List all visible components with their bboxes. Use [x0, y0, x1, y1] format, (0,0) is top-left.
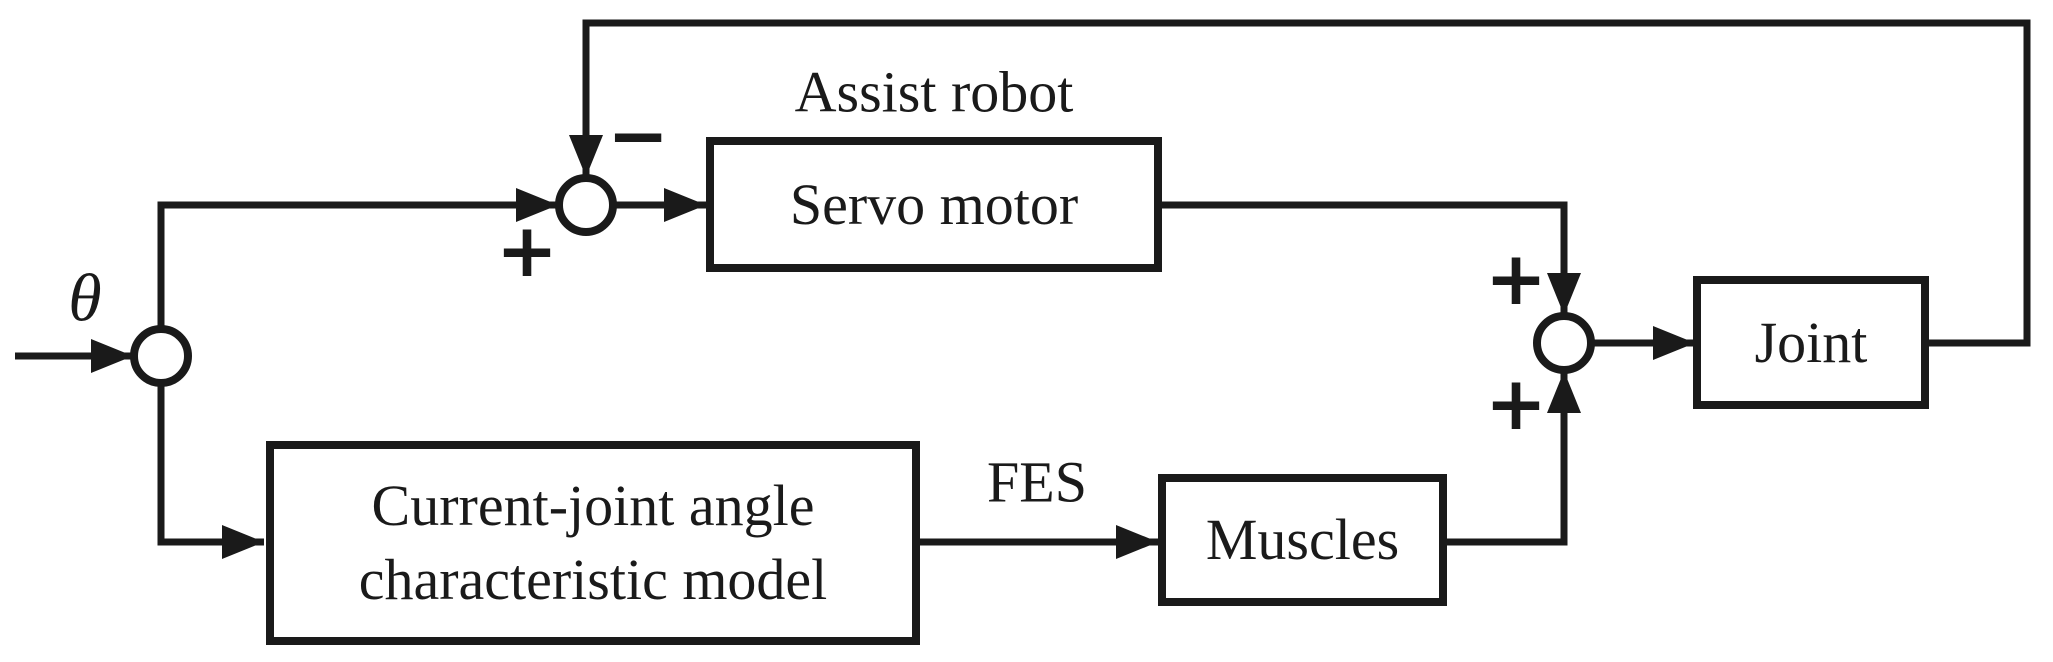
joint-label: Joint: [1754, 309, 1868, 375]
sum2-plus-bottom-sign: +: [1484, 361, 1548, 447]
summing-junction-robot: [555, 174, 617, 236]
sum2-plus-top-sign: +: [1484, 236, 1548, 322]
servo-motor-block: Servo motor: [706, 137, 1162, 272]
muscles-label: Muscles: [1205, 507, 1400, 572]
servo-motor-label: Servo motor: [789, 171, 1079, 237]
wire-joint-feedback-to-sum1: [569, 19, 2031, 347]
sum1-plus-sign: +: [495, 208, 559, 294]
wire-muscles-to-sum2: [1443, 371, 1581, 546]
input-branch-junction: [130, 325, 192, 387]
model-label-line2: characteristic model: [358, 547, 828, 612]
input-signal-label: θ: [68, 259, 102, 336]
assist-robot-label: Assist robot: [794, 59, 1074, 125]
fes-signal-label: FES: [987, 449, 1087, 515]
sum1-minus-sign: −: [606, 93, 670, 179]
wire-theta-to-model: [157, 384, 264, 559]
wire-theta-to-sum1: [157, 188, 558, 332]
current-joint-angle-model-block: Current-joint angle characteristic model: [266, 441, 920, 645]
model-label-line1: Current-joint angle: [371, 473, 815, 538]
summing-junction-joint: [1533, 312, 1595, 374]
joint-block: Joint: [1693, 276, 1929, 409]
muscles-block: Muscles: [1158, 474, 1447, 606]
wire-servo-to-sum2: [1162, 201, 1581, 315]
